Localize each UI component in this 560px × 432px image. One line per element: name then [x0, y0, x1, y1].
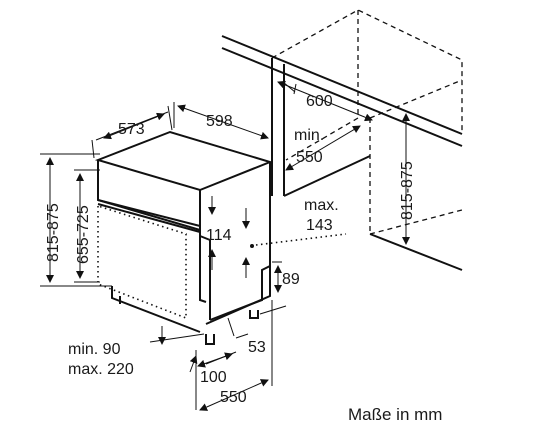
dimension-niche-width: 600 — [277, 80, 373, 122]
height-label: 815-875 — [45, 203, 62, 262]
niche-depth-value-label: 550 — [296, 149, 323, 166]
depth-label: 573 — [118, 121, 145, 138]
plinth-depth-label: 53 — [248, 339, 266, 356]
dimension-plinth-height: 89 — [272, 261, 300, 293]
dimension-base-depth: 550 — [199, 300, 273, 411]
width-label: 598 — [206, 113, 233, 130]
dimension-plinth-depth: 53 — [227, 305, 287, 356]
dimension-depth: 573 — [91, 105, 173, 159]
niche-height-label: 815-875 — [399, 161, 416, 220]
niche-depth-min-label: min. — [294, 127, 324, 144]
dimension-height: 815-875 — [40, 153, 112, 287]
dimension-panel-gap: 114 — [206, 196, 250, 278]
foot-max-label: max. 220 — [68, 361, 134, 378]
dimension-panel-height: 655-725 — [74, 169, 100, 283]
foot-min-label: min. 90 — [68, 341, 121, 358]
panel-height-label: 655-725 — [75, 205, 92, 264]
panel-offset-max-value: 143 — [306, 217, 333, 234]
dimension-niche-depth: min. 550 — [285, 125, 361, 171]
niche-width-label: 600 — [306, 93, 333, 110]
units-caption: Maße in mm — [348, 405, 442, 424]
dishwasher-body — [94, 130, 274, 345]
panel-offset-max-label: max. — [304, 197, 339, 214]
dimension-niche-height: 815-875 — [399, 113, 416, 245]
dimension-panel-offset: max. 143 — [250, 197, 347, 248]
dimension-width: 598 — [173, 102, 273, 158]
base-depth-label: 550 — [220, 389, 247, 406]
niche-cabinet — [221, 9, 463, 271]
panel-gap-label: 114 — [206, 227, 232, 244]
plinth-height-label: 89 — [282, 271, 300, 288]
dimension-foot-height: min. 90 max. 220 — [68, 326, 205, 378]
foot-distance-label: 100 — [200, 369, 227, 386]
